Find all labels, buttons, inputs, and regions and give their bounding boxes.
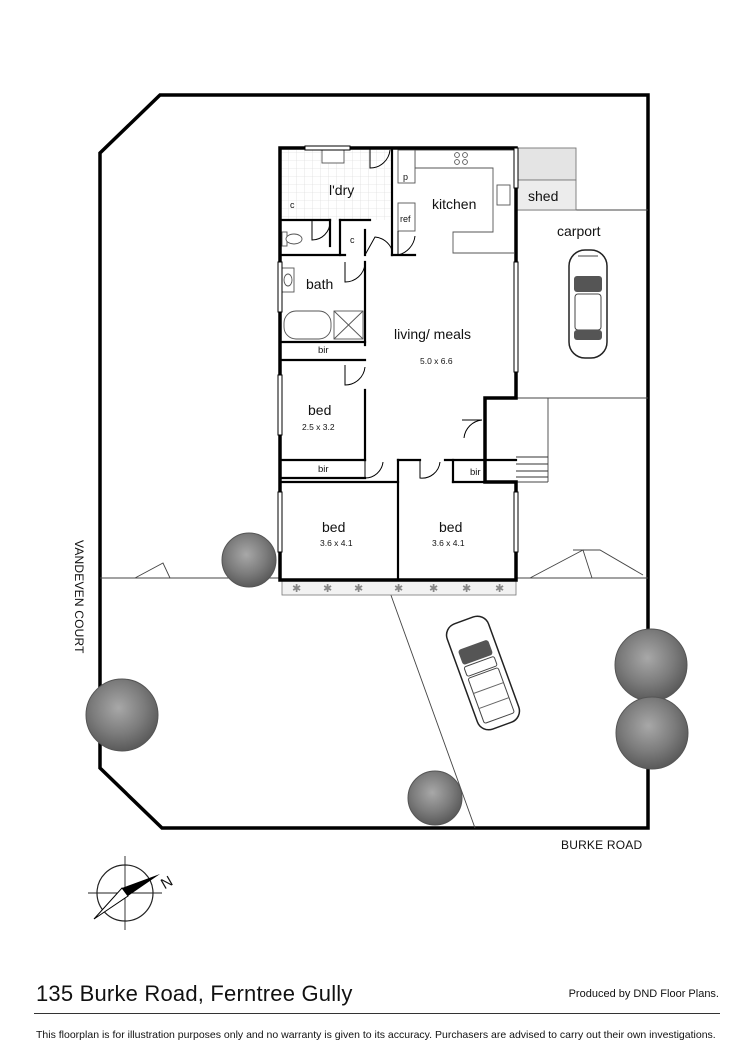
room-label-cupboard-1: c [290,200,295,210]
svg-text:✱: ✱ [292,582,301,595]
room-label-pantry: p [403,172,408,182]
room-label-carport: carport [557,223,601,239]
svg-text:✱: ✱ [462,582,471,595]
tree [407,770,463,826]
room-label-laundry: l'dry [329,182,354,198]
room-size-bed-2: 3.6 x 4.1 [320,538,353,548]
room-label-bed-3: bed [439,519,462,535]
porch-steps [516,456,548,478]
svg-text:✱: ✱ [429,582,438,595]
room-label-kitchen: kitchen [432,196,476,212]
room-size-bed-1: 2.5 x 3.2 [302,422,335,432]
shed [516,147,577,211]
door-swings [311,148,483,479]
floor-plan: ✱ ✱ ✱ ✱ ✱ ✱ ✱ [72,93,689,930]
site-lines [100,209,648,829]
garden-bed: ✱ ✱ ✱ ✱ ✱ ✱ ✱ [281,579,517,596]
room-label-bir-3: bir [470,467,481,478]
street-label-vandeven-court: VANDEVEN COURT [72,540,86,654]
tree [221,532,277,588]
room-label-bed-2: bed [322,519,345,535]
disclaimer-text: This floorplan is for illustration purpo… [36,1029,716,1041]
tree [615,696,689,770]
compass-north-label: N [158,873,176,893]
room-size-bed-3: 3.6 x 4.1 [432,538,465,548]
room-label-bir-1: bir [318,345,329,356]
credit-text: Produced by DND Floor Plans. [568,988,719,1000]
property-boundary [98,93,650,830]
room-label-cupboard-2: c [350,235,355,245]
room-label-bir-2: bir [318,464,329,475]
room-labels: l'dry kitchen p ref c c bath bir living/… [290,172,601,548]
svg-text:✱: ✱ [354,582,363,595]
car-carport [568,249,608,359]
compass-icon: N [88,856,176,930]
fixtures [281,149,514,340]
svg-text:✱: ✱ [495,582,504,595]
room-label-fridge: ref [400,214,411,224]
room-label-bath: bath [306,276,333,292]
svg-text:✱: ✱ [394,582,403,595]
property-address-title: 135 Burke Road, Ferntree Gully [36,981,353,1006]
car-driveway [445,615,521,731]
room-label-shed: shed [528,188,558,204]
tree [614,628,688,702]
trees [85,532,689,826]
footer-divider [34,1013,720,1014]
windows [277,145,519,553]
room-label-living: living/ meals [394,326,471,342]
room-label-bed-1: bed [308,402,331,418]
tree [85,678,159,752]
house-walls [278,146,518,582]
street-label-burke-road: BURKE ROAD [561,838,642,852]
room-size-living: 5.0 x 6.6 [420,356,453,366]
svg-text:✱: ✱ [323,582,332,595]
